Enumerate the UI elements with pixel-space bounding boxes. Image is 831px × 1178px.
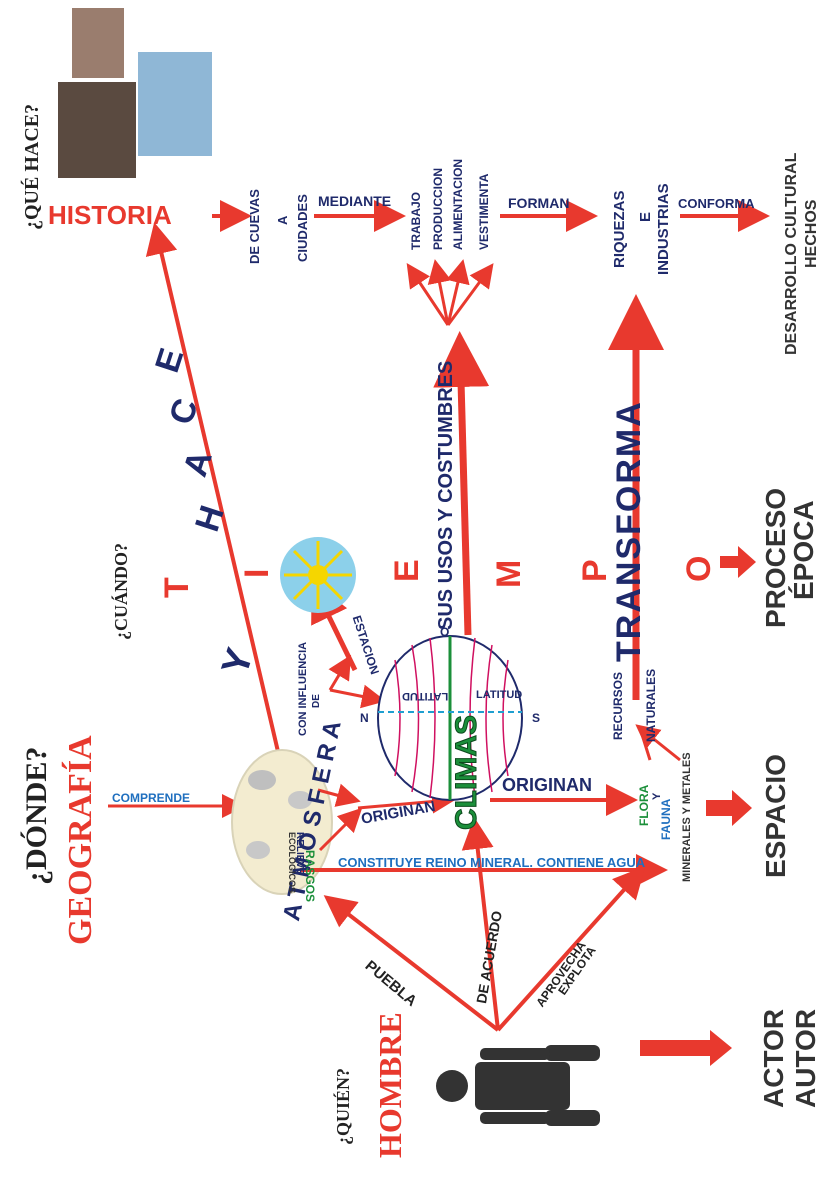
arrow-sus-usos: [433, 331, 490, 636]
de-label: DE: [311, 694, 322, 708]
historia-label: HISTORIA: [48, 200, 172, 230]
industrias-label: INDUSTRIAS: [655, 183, 672, 275]
tiempo-i: I: [238, 568, 276, 578]
arrow-puebla: [323, 895, 500, 1032]
originan-right: ORIGINAN: [502, 775, 592, 795]
climas-label: CLIMAS: [450, 715, 484, 831]
question-cuando: ¿CUÁNDO?: [111, 543, 131, 640]
conforma-label: CONFORMA: [678, 196, 755, 211]
actor-label: ACTOR: [758, 1008, 789, 1108]
arrow-recursos-2: [638, 727, 652, 761]
riquezas-label: RIQUEZAS: [611, 190, 628, 268]
arrow-espacio: [706, 790, 752, 826]
trabajo-label: TRABAJO: [409, 191, 423, 250]
mediante-label: MEDIANTE: [318, 193, 392, 209]
a-label: A: [275, 215, 290, 225]
fan-arrow-4: [446, 263, 494, 326]
arrow-recursos: [635, 724, 681, 762]
desarrollo-label: DESARROLLO CULTURAL: [783, 152, 800, 355]
cloud-icon: [288, 791, 312, 809]
tiempo-e: E: [388, 559, 426, 582]
question-que-hace: ¿QUÉ HACE?: [21, 103, 43, 230]
photo-cave-drawing: [72, 8, 124, 78]
de-cuevas-label: DE CUEVAS: [247, 189, 262, 264]
recursos-label: RECURSOS: [611, 671, 625, 740]
hechos-label: HECHOS: [803, 199, 820, 268]
naturales-label: NATURALES: [644, 668, 658, 742]
geografia-label: GEOGRAFÍA: [62, 735, 99, 945]
fan-arrow-1: [406, 263, 450, 326]
photo-cave: [58, 82, 136, 178]
tiempo-t: T: [158, 577, 196, 598]
cloud-icon: [246, 841, 270, 859]
minerales-label: MINERALES Y METALES: [681, 752, 693, 882]
photo-city: [138, 52, 212, 156]
arrow-actor: [640, 1030, 732, 1066]
hombre-label: HOMBRE: [372, 1012, 408, 1158]
fan-arrow-3: [446, 259, 470, 326]
arrow-originan-climas: [357, 789, 456, 814]
fan-arrow-2: [427, 259, 452, 326]
globe-s: S: [532, 711, 541, 725]
arrow-relieve-originan: [318, 807, 363, 852]
ecologicos-label: ECOLOGICOS: [287, 832, 297, 894]
question-quien: ¿QUIÉN?: [333, 1067, 353, 1145]
vestimenta-label: VESTIMENTA: [477, 173, 491, 250]
tiempo-p: P: [576, 559, 614, 582]
arrow-proceso: [720, 546, 756, 578]
arrow-aprovecha: [496, 866, 646, 1032]
tiempo-o: O: [680, 555, 718, 582]
sus-usos-label: SUS USOS Y COSTUMBRES: [435, 360, 457, 630]
fauna-label: FAUNA: [659, 798, 673, 840]
person-icon: [436, 1045, 600, 1126]
latitud-label-top: LATITUD: [402, 690, 449, 702]
alimentacion-label: ALIMENTACION: [451, 158, 465, 250]
arrow-atm-originan: [317, 783, 361, 807]
question-donde: ¿DÓNDE?: [20, 746, 53, 885]
con-influencia-label: CON INFLUENCIA: [297, 641, 309, 736]
arrow-influencia: [328, 654, 352, 691]
latitud-label-bottom: LATITUD: [476, 689, 523, 701]
arrow-de-acuerdo: [461, 817, 500, 1031]
forman-label: FORMAN: [508, 195, 570, 211]
comprende-label: COMPRENDE: [112, 791, 191, 805]
transforma-label: TRANSFORMA: [610, 400, 648, 662]
e-label: E: [637, 211, 654, 222]
globe-n: N: [360, 711, 369, 725]
ciudades-label: CIUDADES: [295, 194, 310, 262]
proceso-label: PROCESO: [760, 487, 791, 628]
produccion-label: PRODUCCION: [431, 167, 445, 250]
globe-o: O: [440, 625, 450, 639]
cloud-icon: [248, 770, 276, 790]
epoca-label: ÉPOCA: [788, 500, 819, 600]
constituye-label: CONSTITUYE REINO MINERAL. CONTIENE AGUA: [338, 855, 646, 870]
flora-label: FLORA: [637, 784, 651, 826]
autor-label: AUTOR: [790, 1008, 821, 1108]
arrow-y-hace: [145, 222, 296, 821]
rasgos-label: RASGOS: [303, 850, 317, 903]
tiempo-m: M: [490, 559, 528, 588]
espacio-label: ESPACIO: [760, 754, 791, 878]
arrow-influencia-globe: [329, 684, 386, 709]
